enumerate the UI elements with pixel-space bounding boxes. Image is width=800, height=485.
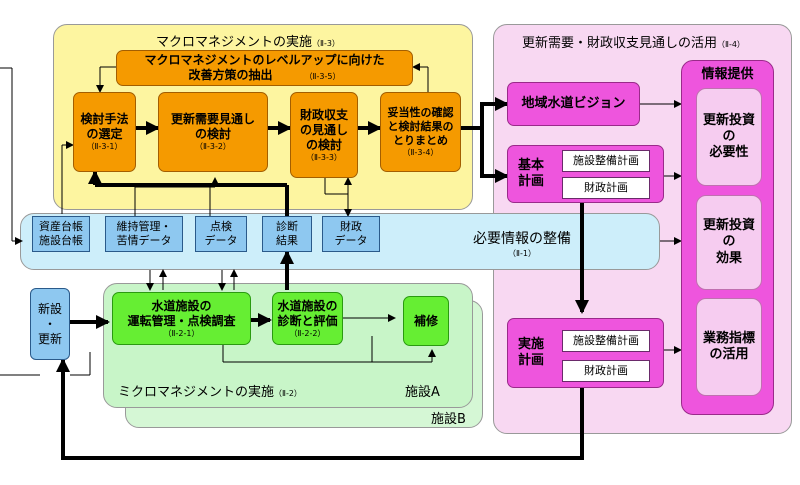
macro-title: マクロマネジメントの実施（Ⅱ-3） bbox=[156, 35, 340, 50]
step-renewal-demand: 更新需要見通しの検討 （Ⅱ-3-2） bbox=[158, 92, 268, 172]
step-method-selection: 検討手法の選定 （Ⅱ-3-1） bbox=[73, 92, 136, 172]
info-inspection-data: 点検データ bbox=[195, 216, 247, 252]
improvement-box: マクロマネジメントのレベルアップに向けた 改善方策の抽出 （Ⅱ-3-5） bbox=[116, 50, 413, 86]
ops-inspection-box: 水道施設の運転管理・点検調査 （Ⅱ-2-1） bbox=[112, 292, 251, 345]
info-investment-necessity: 更新投資の 必要性 bbox=[696, 88, 762, 186]
info-provision-title: 情報提供 bbox=[701, 66, 754, 82]
impl-facility-plan: 施設整備計画 bbox=[562, 330, 650, 352]
basic-facility-plan: 施設整備計画 bbox=[562, 150, 650, 172]
diagnosis-evaluation-box: 水道施設の診断と評価 （Ⅱ-2-2） bbox=[272, 292, 343, 345]
info-maintenance-data: 維持管理・苦情データ bbox=[105, 216, 183, 252]
step-finance-outlook: 財政収支の見通し の検討 （Ⅱ-3-3） bbox=[290, 92, 358, 178]
step-validation-summary: 妥当性の確認と検討結果の とりまとめ （Ⅱ-3-4） bbox=[380, 92, 461, 172]
implementation-plan-label: 実施計画 bbox=[517, 336, 544, 368]
impl-finance-plan: 財政計画 bbox=[562, 360, 650, 382]
new-renewal-box: 新設・更新 bbox=[30, 288, 70, 360]
renewal-title: 更新需要・財政収支見通しの活用（Ⅱ-4） bbox=[522, 36, 745, 51]
info-diagnosis-result: 診断結果 bbox=[262, 216, 312, 252]
facility-b-label: 施設B bbox=[431, 412, 466, 427]
micro-title: ミクロマネジメントの実施（Ⅱ-2） bbox=[118, 385, 302, 400]
info-performance-indicators: 業務指標の活用 bbox=[696, 298, 762, 396]
info-band-title: 必要情報の整備 （Ⅱ-1） bbox=[473, 231, 571, 258]
regional-water-vision-box: 地域水道ビジョン bbox=[507, 82, 640, 126]
basic-finance-plan: 財政計画 bbox=[562, 177, 650, 199]
info-investment-effect: 更新投資の 効果 bbox=[696, 195, 762, 290]
info-finance-data: 財政データ bbox=[322, 216, 380, 252]
facility-a-label: 施設A bbox=[405, 385, 440, 400]
info-asset-ledger: 資産台帳施設台帳 bbox=[32, 216, 90, 252]
repair-box: 補修 bbox=[403, 296, 449, 346]
basic-plan-label: 基本計画 bbox=[517, 157, 544, 189]
